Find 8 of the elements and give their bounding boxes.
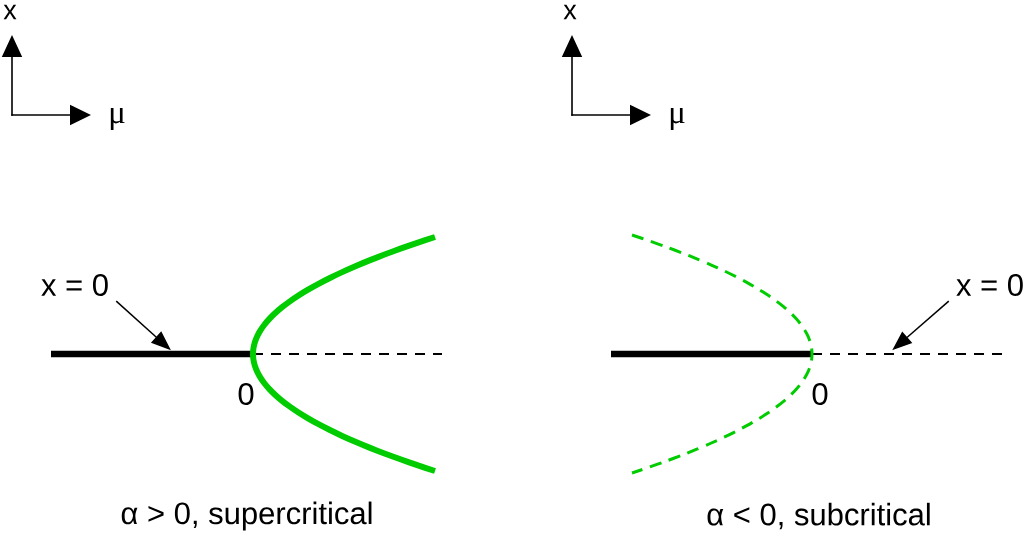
callout-label: x = 0 bbox=[41, 274, 108, 296]
axis-label: μ bbox=[670, 107, 685, 131]
caption: α < 0, subcritical bbox=[707, 502, 930, 530]
axis-label: x bbox=[3, 4, 17, 20]
axis-label: μ bbox=[110, 107, 125, 131]
caption: α > 0, supercritical bbox=[121, 501, 372, 531]
axis-label: x bbox=[563, 4, 577, 20]
callout-label: x = 0 bbox=[956, 274, 1023, 296]
